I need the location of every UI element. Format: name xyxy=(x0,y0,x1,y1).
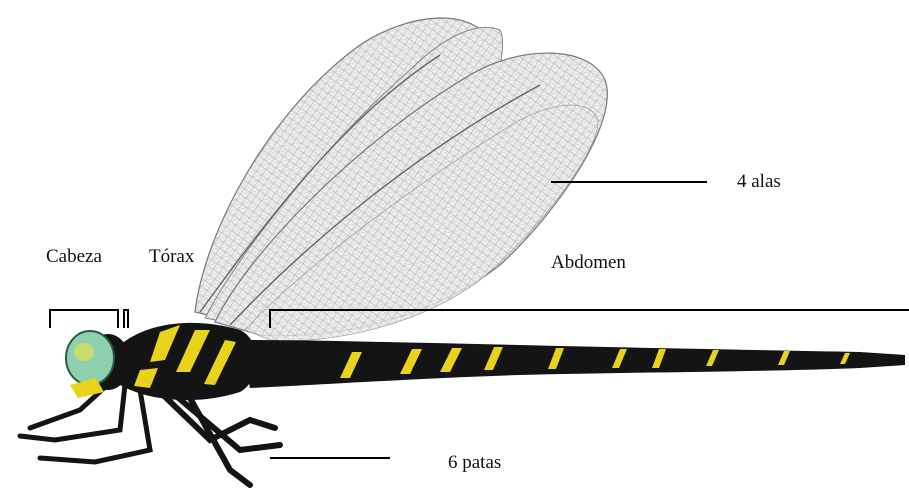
head-body xyxy=(66,331,130,398)
thorax-body xyxy=(120,323,257,400)
label-abdomen: Abdomen xyxy=(551,252,626,274)
label-legs: 6 patas xyxy=(448,452,501,474)
leg-3 xyxy=(40,390,150,462)
label-wings: 4 alas xyxy=(737,171,781,193)
wings xyxy=(195,18,607,341)
leg-6 xyxy=(190,398,250,485)
label-thorax: Tórax xyxy=(149,246,194,268)
abdomen-body xyxy=(240,340,905,388)
bracket-thorax xyxy=(124,310,128,328)
label-head: Cabeza xyxy=(46,246,102,268)
bracket-head xyxy=(50,310,118,328)
